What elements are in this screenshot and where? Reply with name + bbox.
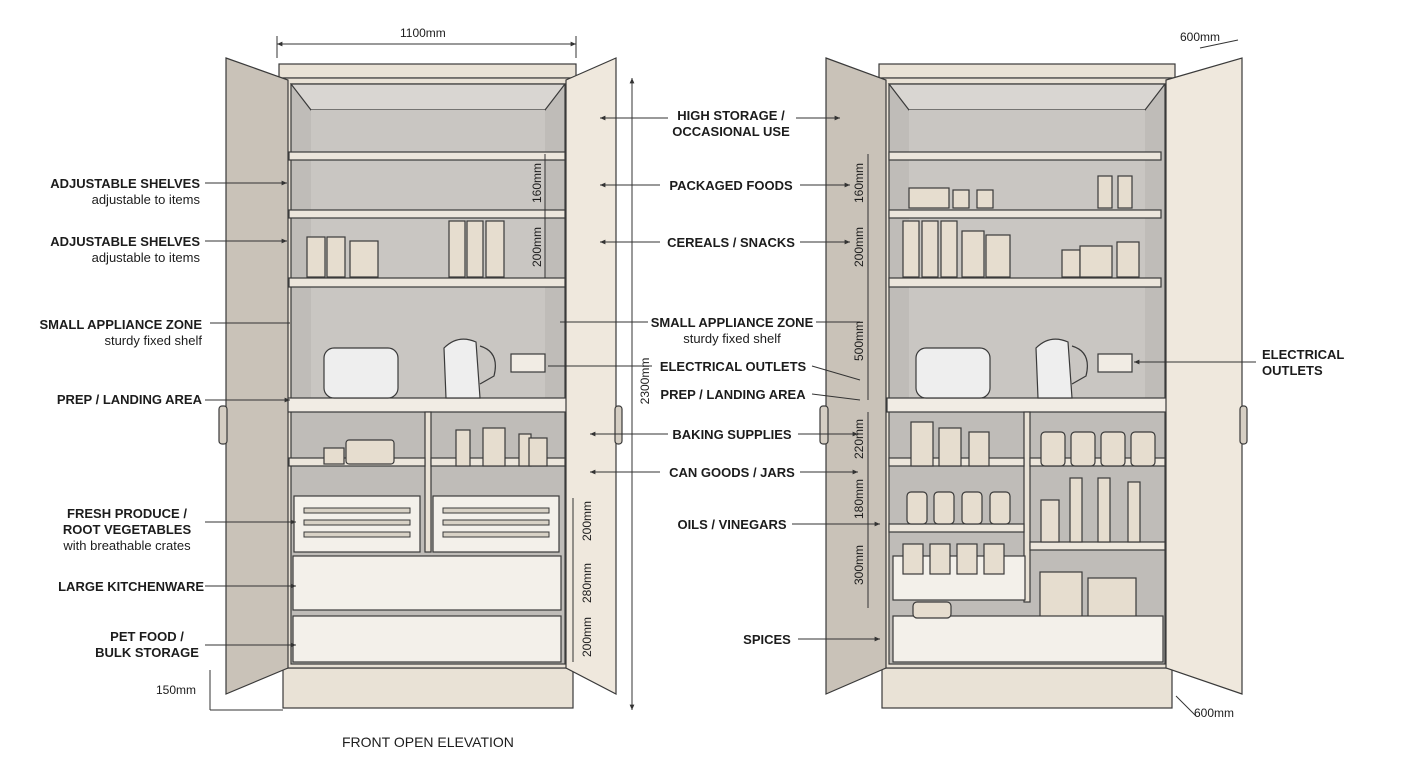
label-baking-supplies: BAKING SUPPLIES — [664, 427, 800, 443]
dim-right-1: 160mm — [852, 163, 866, 204]
label-cereals-snacks: CEREALS / SNACKS — [656, 235, 806, 251]
right-cabinet-right-door — [1165, 57, 1243, 695]
dim-right-5: 180mm — [852, 479, 866, 520]
label-title: CEREALS / SNACKS — [667, 235, 795, 250]
dim-depth-bottom: 600mm — [1194, 706, 1235, 720]
left-cabinet-left-door — [225, 57, 289, 695]
dim-left-shelf-1: 160mm — [530, 163, 544, 204]
label-adjustable-shelves-2: ADJUSTABLE SHELVES adjustable to items — [50, 234, 200, 266]
right-electrical-outlet — [1097, 353, 1133, 373]
left-shelf-1 — [288, 151, 566, 161]
left-kitchenware-drawer — [292, 555, 562, 611]
label-title-2: BULK STORAGE — [95, 645, 199, 660]
dim-right-4: 220mm — [852, 419, 866, 460]
dim-left-drawer-2: 280mm — [580, 563, 594, 604]
left-cabinet-top-trim — [278, 63, 577, 79]
right-cabinet-left-door — [825, 57, 887, 695]
label-packaged-foods: PACKAGED FOODS — [656, 178, 806, 194]
right-shelf-1 — [888, 151, 1162, 161]
label-pet-food: PET FOOD / BULK STORAGE — [84, 629, 210, 661]
right-cabinet-top-trim — [878, 63, 1176, 79]
label-title: ELECTRICAL OUTLETS — [659, 359, 807, 374]
dim-height: 2300mm — [638, 357, 652, 405]
label-subtitle: adjustable to items — [91, 250, 200, 265]
label-electrical-outlets-center: ELECTRICAL OUTLETS — [652, 359, 814, 375]
label-title: PACKAGED FOODS — [669, 178, 793, 193]
label-spices: SPICES — [736, 632, 798, 648]
toaster — [323, 347, 399, 399]
dim-depth-top: 600mm — [1180, 30, 1221, 44]
right-cabinet — [819, 57, 1248, 709]
dim-plinth: 150mm — [156, 683, 197, 697]
right-shelf-3 — [888, 277, 1162, 288]
right-shelf-2 — [888, 209, 1162, 219]
dim-width: 1100mm — [400, 26, 446, 40]
dim-right-6: 300mm — [852, 545, 866, 586]
label-title: PREP / LANDING AREA — [660, 387, 806, 402]
left-cabinet-right-door — [565, 57, 617, 695]
label-title: SMALL APPLIANCE ZONE — [650, 315, 814, 330]
dim-left-drawer-1: 200mm — [580, 501, 594, 542]
label-high-storage: HIGH STORAGE / OCCASIONAL USE — [660, 108, 802, 140]
label-subtitle: sturdy fixed shelf — [683, 331, 781, 346]
label-fresh-produce: FRESH PRODUCE / ROOT VEGETABLES with bre… — [46, 506, 208, 554]
label-title: ELECTRICAL — [1262, 347, 1345, 362]
label-title: SPICES — [743, 632, 791, 647]
left-cabinet-plinth — [282, 667, 574, 709]
label-large-kitchenware: LARGE KITCHENWARE — [58, 579, 204, 595]
dim-left-drawer-3: 200mm — [580, 617, 594, 658]
label-title-2: OCCASIONAL USE — [672, 124, 790, 139]
left-shelf-2 — [288, 209, 566, 219]
label-electrical-outlets-right: ELECTRICAL OUTLETS — [1262, 347, 1344, 379]
right-cabinet-plinth — [881, 667, 1173, 709]
label-title-2: OUTLETS — [1262, 363, 1323, 378]
label-subtitle: with breathable crates — [63, 538, 191, 553]
label-small-appliance-zone-center: SMALL APPLIANCE ZONE sturdy fixed shelf — [644, 315, 820, 347]
label-prep-landing-center: PREP / LANDING AREA — [652, 387, 814, 403]
left-cabinet — [218, 57, 623, 709]
label-title: PREP / LANDING AREA — [56, 392, 202, 407]
toaster — [915, 347, 991, 399]
label-title: ADJUSTABLE SHELVES — [50, 176, 200, 191]
right-bulk-drawer — [892, 615, 1164, 663]
label-title: FRESH PRODUCE / — [67, 506, 187, 521]
label-title: ADJUSTABLE SHELVES — [50, 234, 200, 249]
label-title: OILS / VINEGARS — [677, 517, 787, 532]
label-subtitle: sturdy fixed shelf — [104, 333, 202, 348]
dimension-lines — [209, 36, 1239, 717]
dim-right-2: 200mm — [852, 227, 866, 268]
label-small-appliance-zone-left: SMALL APPLIANCE ZONE sturdy fixed shelf — [39, 317, 202, 349]
label-title: CAN GOODS / JARS — [669, 465, 795, 480]
kettle — [443, 338, 481, 399]
right-prep-shelf — [886, 397, 1168, 413]
label-title: HIGH STORAGE / — [677, 108, 785, 123]
label-title: PET FOOD / — [110, 629, 184, 644]
drawing-caption: FRONT OPEN ELEVATION — [342, 734, 514, 750]
dim-right-3: 500mm — [852, 321, 866, 362]
left-electrical-outlet — [510, 353, 546, 373]
left-bulk-drawer — [292, 615, 562, 663]
label-prep-landing-left: PREP / LANDING AREA — [57, 392, 202, 408]
kettle — [1035, 338, 1073, 399]
label-title: SMALL APPLIANCE ZONE — [39, 317, 202, 332]
dim-left-shelf-2: 200mm — [530, 227, 544, 268]
label-adjustable-shelves-1: ADJUSTABLE SHELVES adjustable to items — [50, 176, 200, 208]
left-prep-shelf — [286, 397, 568, 413]
label-subtitle: adjustable to items — [91, 192, 200, 207]
label-oils-vinegars: OILS / VINEGARS — [670, 517, 794, 533]
label-title-2: ROOT VEGETABLES — [62, 522, 192, 537]
label-title: BAKING SUPPLIES — [672, 427, 792, 442]
label-can-goods: CAN GOODS / JARS — [660, 465, 804, 481]
label-title: LARGE KITCHENWARE — [58, 579, 204, 594]
left-shelf-3 — [288, 277, 566, 288]
